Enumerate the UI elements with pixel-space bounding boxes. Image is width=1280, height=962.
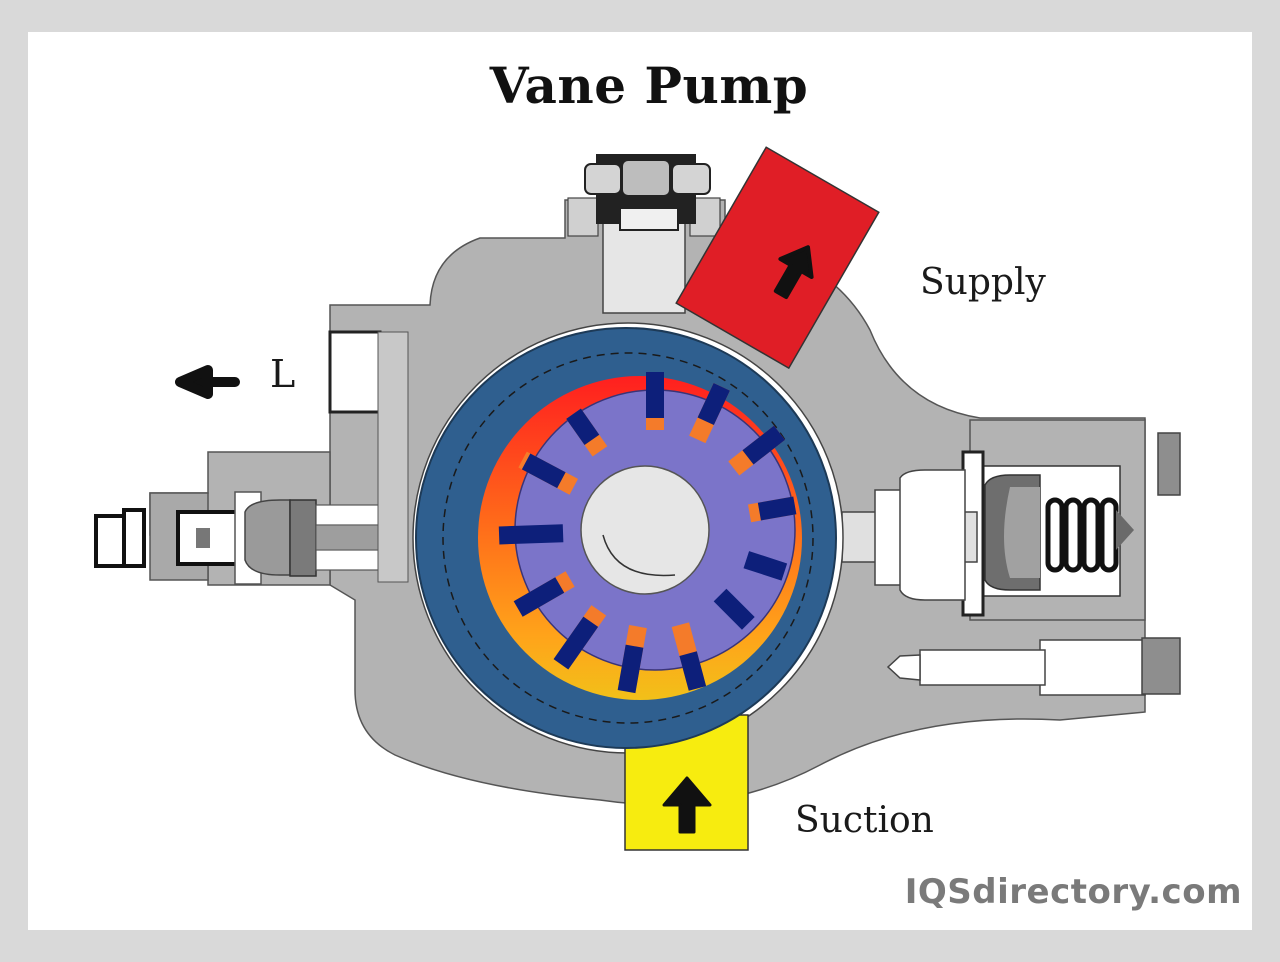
arrow-up-icon — [773, 245, 814, 299]
spring-adjuster — [1116, 510, 1134, 550]
control-piston-guide — [874, 489, 904, 586]
leak-channel — [377, 331, 409, 583]
sensor-tip — [886, 654, 921, 681]
relief-plunger — [244, 499, 291, 576]
leak-port-label: L — [270, 352, 296, 396]
top-plug-center — [621, 159, 671, 197]
supply-port — [675, 146, 880, 370]
control-piston-head — [899, 469, 966, 601]
shaft-rotation-mark — [602, 534, 676, 577]
sensor-cap — [1141, 637, 1181, 695]
sensor-probe — [919, 649, 1046, 686]
leak-port — [328, 330, 382, 414]
diagram-title: Vane Pump — [489, 56, 809, 115]
fitting-core — [196, 528, 210, 548]
supply-label: Supply — [920, 262, 1046, 303]
vanes — [498, 372, 797, 694]
top-plug-left — [584, 163, 622, 195]
top-plug-seat — [619, 207, 679, 231]
top-plug-right — [671, 163, 711, 195]
relief-piston — [289, 499, 317, 577]
watermark: IQSdirectory.com — [904, 872, 1242, 912]
cam-ring-dashed-line — [442, 352, 814, 724]
fitting-collar — [122, 508, 146, 568]
sensor-body — [1039, 639, 1146, 696]
top-boss-left — [567, 197, 599, 237]
arrow-left-icon — [175, 365, 240, 399]
arrow-up-icon — [662, 776, 712, 834]
top-bore — [602, 217, 686, 314]
valve-end-cap — [1157, 432, 1181, 496]
suction-label: Suction — [795, 800, 934, 841]
valve-spool-face — [1004, 487, 1040, 578]
drive-shaft — [580, 465, 710, 595]
